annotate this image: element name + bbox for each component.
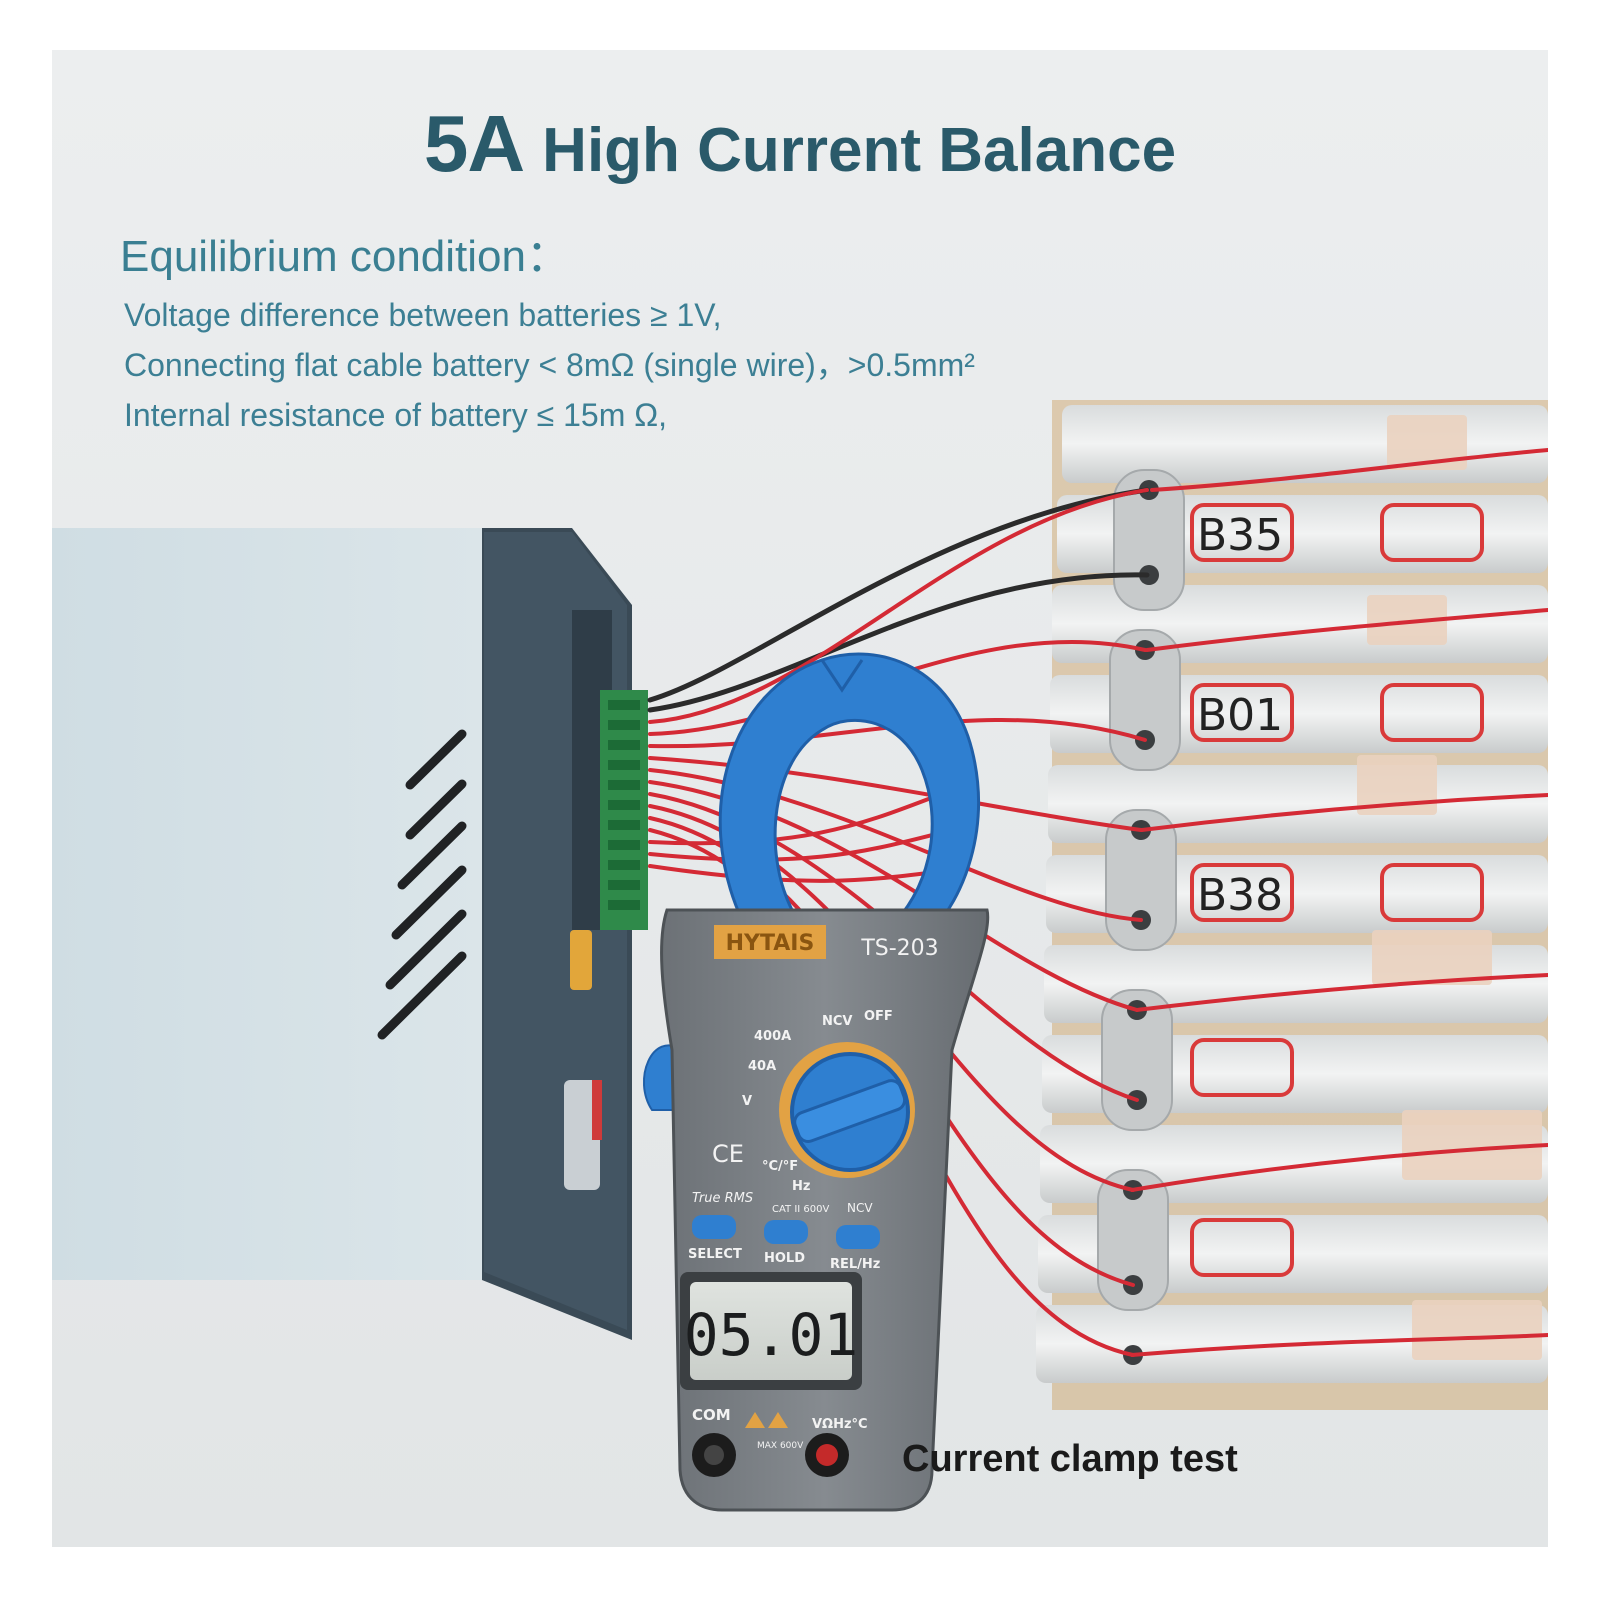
true-rms-label: True RMS (692, 1191, 753, 1206)
dial-label-hz: Hz (792, 1179, 810, 1194)
hold-button-label: HOLD (764, 1251, 805, 1266)
headline-current: 5A (423, 99, 525, 188)
rel-hz-button-label: REL/Hz (830, 1257, 880, 1272)
select-button[interactable] (692, 1215, 736, 1239)
dial-label-temp: °C/°F (762, 1159, 798, 1174)
rel-hz-button[interactable] (836, 1225, 880, 1249)
cell-label-b01: B01 (1197, 690, 1283, 741)
caption: Current clamp test (902, 1438, 1238, 1480)
cat-rating: CAT II 600V (772, 1204, 829, 1215)
product-photo: B35 B01 B38 (52, 50, 1548, 1547)
select-button-label: SELECT (688, 1247, 742, 1262)
ncv-indicator-label: NCV (847, 1201, 873, 1215)
ce-mark: CE (712, 1140, 744, 1168)
dial-label-400a: 400A (754, 1029, 791, 1044)
dial-label-v: V (742, 1094, 752, 1109)
v-jack-label: VΩHz°C (812, 1417, 868, 1432)
lcd-reading: 05.01 (684, 1301, 859, 1369)
battery-pack: B35 B01 B38 (1036, 400, 1548, 1410)
meter-model: TS-203 (860, 936, 938, 961)
clamp-meter: HYTAIS TS-203 NCV OFF 400A 40A V °C/°F H… (643, 652, 990, 1512)
dial-label-ncv: NCV (822, 1014, 852, 1029)
com-label: COM (692, 1406, 731, 1424)
lcd-display (690, 1282, 852, 1380)
cell-label-b35: B35 (1197, 510, 1283, 561)
condition-cable: Connecting flat cable battery < 8mΩ (sin… (124, 347, 975, 383)
hold-button[interactable] (764, 1220, 808, 1244)
max-voltage-label: MAX 600V (757, 1441, 804, 1451)
cell-label-b38: B38 (1197, 870, 1283, 921)
dial-label-40a: 40A (748, 1059, 776, 1074)
condition-resistance: Internal resistance of battery ≤ 15m Ω, (124, 397, 668, 433)
photo-frame: B35 B01 B38 (52, 50, 1548, 1547)
condition-voltage: Voltage difference between batteries ≥ 1… (124, 297, 722, 333)
balancer-device (52, 528, 648, 1340)
headline-rest: High Current Balance (542, 116, 1177, 185)
vent-slots (377, 729, 467, 1040)
condition-list: Voltage difference between batteries ≥ 1… (124, 290, 975, 440)
subtitle: Equilibrium condition： (120, 232, 570, 281)
meter-brand: HYTAIS (726, 931, 815, 956)
dial-label-off: OFF (864, 1009, 893, 1024)
